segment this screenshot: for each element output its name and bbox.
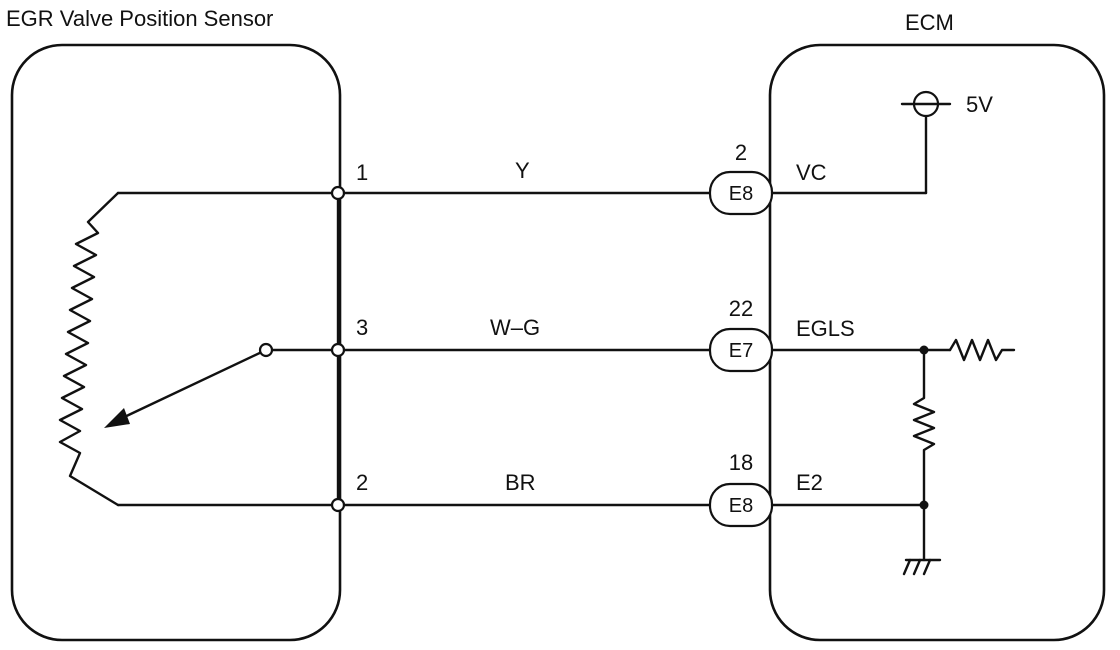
- wire-color-y: Y: [515, 158, 530, 183]
- ground-hatch-3: [922, 558, 932, 576]
- ground-hatch-1: [902, 558, 912, 576]
- sensor-title: EGR Valve Position Sensor: [6, 6, 273, 31]
- connector-e8-vc-label: E8: [729, 183, 753, 205]
- sensor-pin-1-label: 1: [356, 160, 368, 185]
- ecm-body: [768, 43, 1106, 642]
- potentiometer-resistor: [58, 191, 120, 507]
- connector-e7-egls-label: E7: [729, 340, 753, 362]
- ecm-title: ECM: [905, 10, 954, 35]
- egls-to-e2-resistor: [912, 348, 936, 507]
- connector-e8-e2-label: E8: [729, 495, 753, 517]
- sensor-pin-3-label: 3: [356, 315, 368, 340]
- supply-voltage-label: 5V: [966, 92, 993, 117]
- wire-color-w-g: W–G: [490, 315, 540, 340]
- ecm-pin-22: 22: [729, 296, 753, 321]
- sensor-pin-2: [330, 497, 346, 513]
- sensor-pin-2-label: 2: [356, 470, 368, 495]
- signal-vc-label: VC: [796, 160, 827, 185]
- ecm-pin-2: 2: [735, 140, 747, 165]
- ecm-pin-18: 18: [729, 450, 753, 475]
- sensor-body: [10, 43, 342, 642]
- wiper-arm: [116, 348, 268, 422]
- wire-color-br: BR: [505, 470, 536, 495]
- sensor-pin-1: [330, 185, 346, 201]
- wiper-terminal: [258, 342, 274, 358]
- ground-hatch-2: [912, 558, 922, 576]
- sensor-pin-3: [330, 342, 346, 358]
- egls-series-resistor: [948, 338, 1016, 362]
- signal-egls-label: EGLS: [796, 316, 855, 341]
- signal-e2-label: E2: [796, 470, 823, 495]
- wiper-arrowhead: [104, 408, 130, 428]
